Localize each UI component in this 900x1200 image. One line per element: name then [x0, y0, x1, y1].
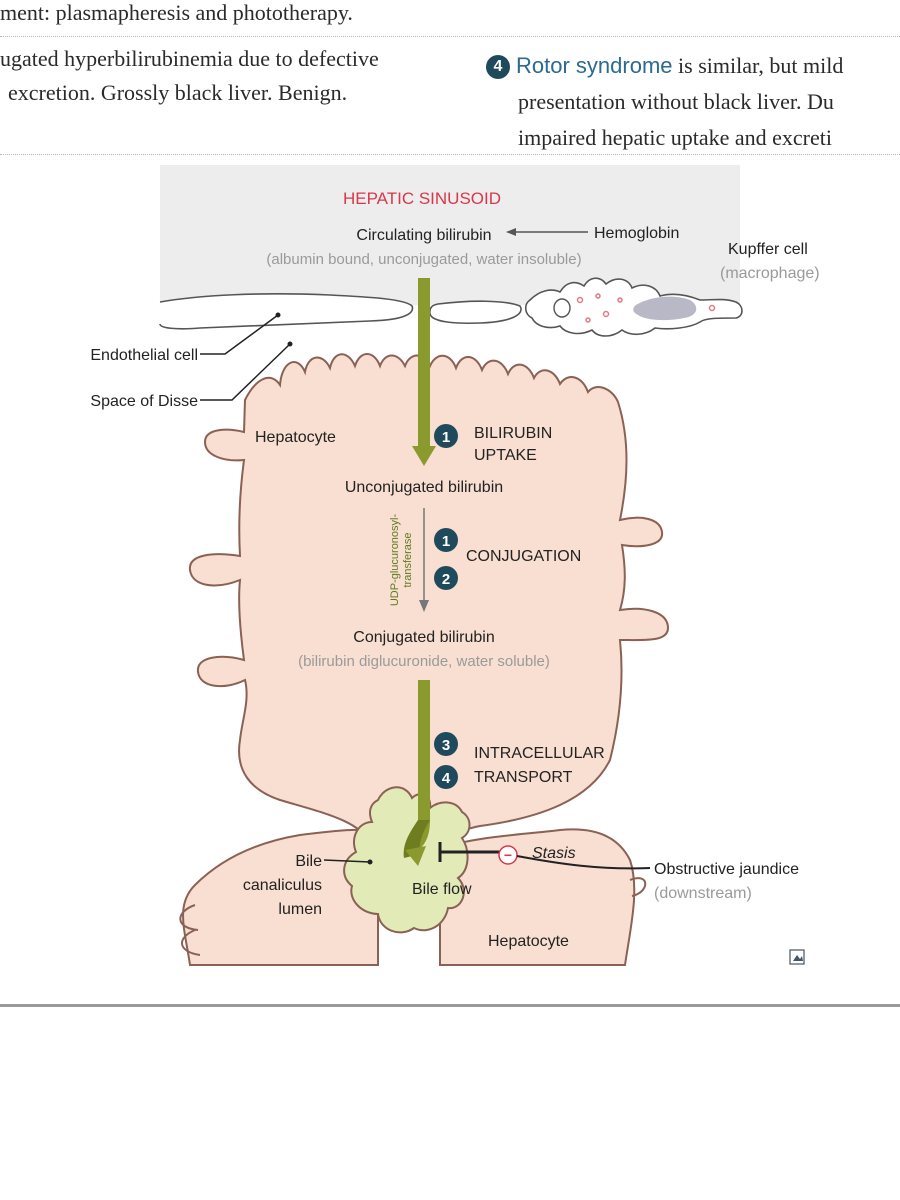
circulating-bilirubin-label: Circulating bilirubin	[356, 227, 491, 244]
kupffer-nucleus	[633, 296, 697, 321]
bile-canaliculus-label-2: canaliculus	[243, 877, 322, 894]
transport-arrowhead	[405, 846, 426, 866]
figure-icon[interactable]	[789, 949, 805, 965]
dotted-divider-bottom	[0, 154, 900, 155]
endothelial-cell-left	[159, 293, 414, 330]
bottom-right-hepatocyte	[439, 828, 636, 966]
rotor-syndrome-link[interactable]: Rotor syndrome	[516, 53, 673, 78]
circulating-bilirubin-note: (albumin bound, unconjugated, water inso…	[266, 251, 581, 268]
conjugation-badge-1-number: 1	[442, 533, 450, 550]
endothelial-leader	[200, 314, 279, 355]
minus-sign: −	[504, 847, 512, 863]
bile-canaliculus-label-3: lumen	[278, 901, 322, 918]
dotted-divider-top	[0, 36, 900, 37]
kupffer-vacuole	[553, 298, 571, 318]
minus-circle-icon	[498, 845, 518, 865]
bile-leader	[323, 859, 371, 863]
left-paragraph-line-2: excretion. Grossly black liver. Benign.	[8, 80, 348, 105]
bile-canaliculus-label-1: Bile	[295, 853, 322, 870]
uptake-badge: 1	[434, 424, 458, 448]
number-badge: 4	[486, 55, 510, 79]
bilirubin-uptake-label-1: BILIRUBIN	[474, 425, 552, 442]
right-paragraph-line-2: presentation without black liver. Du	[518, 89, 834, 114]
hepatocyte-top-label: Hepatocyte	[255, 429, 336, 446]
left-paragraph: ugated hyperbilirubinemia due to defecti…	[0, 42, 379, 110]
obstructive-jaundice-label: Obstructive jaundice	[654, 861, 799, 878]
kupffer-cell-note: (macrophage)	[720, 265, 820, 282]
bilirubin-metabolism-diagram: 1 1 2 3 4 HEPATIC SINUSOID Circulating b…	[90, 165, 820, 966]
conjugation-arrowhead	[419, 600, 429, 612]
kupffer-cell-label: Kupffer cell	[728, 241, 808, 258]
conjugation-badge-2-number: 2	[442, 571, 450, 588]
endothelial-cell-right	[429, 300, 522, 325]
uptake-arrow-shaft	[418, 278, 430, 448]
conjugation-label: CONJUGATION	[466, 548, 581, 565]
bottom-left-hepatocyte	[182, 828, 379, 966]
conjugated-bilirubin-note: (bilirubin diglucuronide, water soluble)	[298, 653, 550, 670]
disse-leader	[200, 343, 291, 401]
transport-arrow-curl	[403, 820, 430, 858]
hepatocyte-bottom-label: Hepatocyte	[488, 933, 569, 950]
transport-badge-3-number: 3	[442, 737, 450, 754]
stasis-label: Stasis	[532, 845, 576, 862]
right-line-1-rest: is similar, but mild	[672, 53, 844, 78]
conjugation-badge-1: 1	[434, 528, 458, 552]
uptake-badge-number: 1	[442, 429, 450, 446]
left-paragraph-line-1: ugated hyperbilirubinemia due to defecti…	[0, 46, 379, 71]
transport-badge-4: 4	[434, 765, 458, 789]
transport-badge-3: 3	[434, 732, 458, 756]
right-paragraph-line-3: impaired hepatic uptake and excreti	[518, 125, 832, 150]
hemoglobin-label: Hemoglobin	[594, 225, 679, 242]
conjugation-badge-2: 2	[434, 566, 458, 590]
bottom-divider	[0, 1004, 900, 1007]
bilirubin-uptake-label-2: UPTAKE	[474, 447, 537, 464]
uptake-arrowhead	[412, 446, 436, 466]
bile-leader-dot	[367, 859, 373, 865]
top-text-line: ment: plasmapheresis and phototherapy.	[0, 0, 353, 25]
obstructive-leader	[516, 855, 651, 870]
kupffer-cell	[524, 277, 743, 337]
intracellular-transport-label-2: TRANSPORT	[474, 769, 573, 786]
hemoglobin-arrowhead	[506, 228, 516, 236]
disse-leader-dot	[287, 341, 293, 347]
conjugated-bilirubin-label: Conjugated bilirubin	[353, 629, 494, 646]
intracellular-transport-label-1: INTRACELLULAR	[474, 745, 605, 762]
unconjugated-bilirubin-label: Unconjugated bilirubin	[345, 479, 503, 496]
hepatocyte-cell	[188, 353, 670, 846]
bottom-hepatocyte-ridge	[179, 877, 647, 956]
enzyme-label: UDP-glucuronosyl- transferase	[389, 514, 414, 607]
transport-arrow-shaft	[406, 680, 430, 854]
endothelial-leader-dot	[275, 312, 281, 318]
transport-badge-4-number: 4	[442, 770, 451, 787]
enzyme-label-line-1: UDP-glucuronosyl-	[389, 514, 401, 607]
enzyme-label-line-2: transferase	[402, 532, 414, 587]
endothelial-cell-label: Endothelial cell	[90, 347, 198, 364]
sinusoid-background	[160, 165, 740, 305]
hepatic-sinusoid-label: HEPATIC SINUSOID	[343, 189, 501, 208]
kupffer-granules	[576, 293, 716, 323]
bile-flow-label: Bile flow	[412, 881, 472, 898]
space-of-disse-label: Space of Disse	[90, 393, 198, 410]
obstructive-jaundice-note: (downstream)	[654, 885, 752, 902]
